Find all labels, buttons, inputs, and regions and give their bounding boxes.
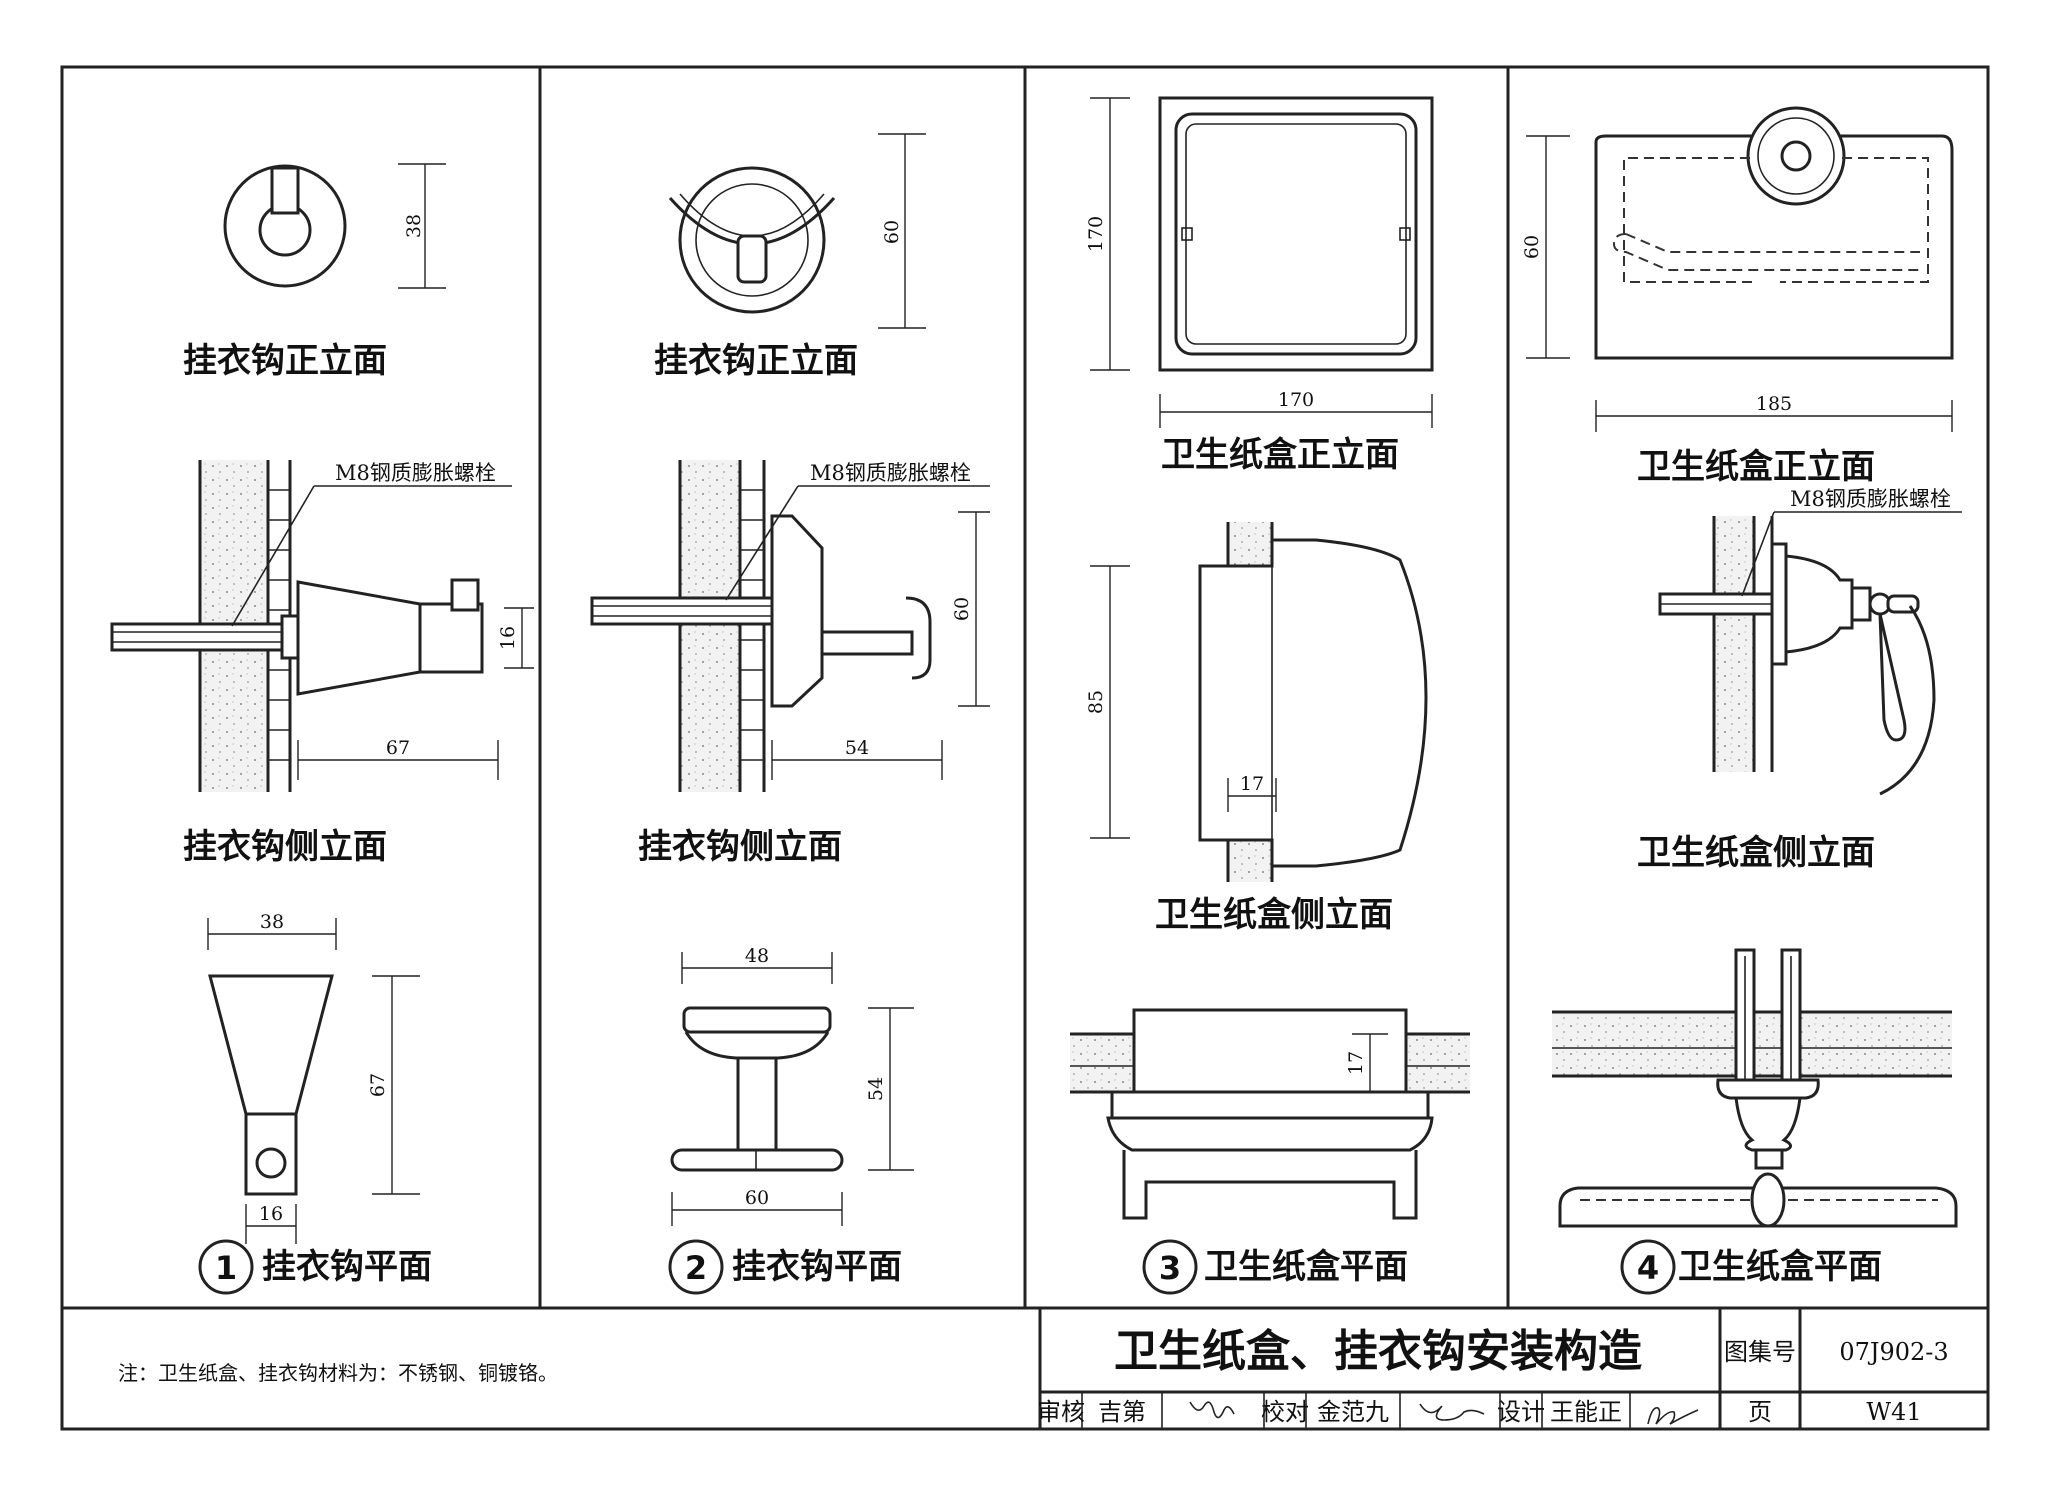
review-label: 审核 xyxy=(1037,1398,1085,1426)
dim-plan-67: 67 xyxy=(367,1073,389,1097)
detail-2-front-elevation: 60 挂衣钩正立面 xyxy=(654,133,926,381)
dim-67: 67 xyxy=(386,737,410,759)
dim-side-60: 60 xyxy=(951,597,973,621)
label-expansion-bolt-2: M8钢质膨胀螺栓 xyxy=(810,461,971,485)
detail-2-side-elevation: 60 54 M8钢质膨胀螺栓 挂衣钩侧立面 xyxy=(590,460,990,867)
page-label: 页 xyxy=(1748,1398,1772,1426)
caption-box-plan-2: 卫生纸盒平面 xyxy=(1678,1247,1882,1287)
caption-box-plan: 卫生纸盒平面 xyxy=(1204,1247,1408,1287)
detail-number-3: 3 xyxy=(1159,1249,1181,1287)
detail-number-4: 4 xyxy=(1637,1249,1659,1287)
detail-4-side-elevation: M8钢质膨胀螺栓 卫生纸盒侧立面 xyxy=(1637,487,1962,873)
dim-box-height-60: 60 xyxy=(1521,235,1543,259)
caption-box-side-2: 卫生纸盒侧立面 xyxy=(1637,833,1875,873)
reviewer-name: 吉第 xyxy=(1098,1398,1146,1426)
dim-box-height-170: 170 xyxy=(1085,216,1107,252)
caption-hook-side-2: 挂衣钩侧立面 xyxy=(638,827,842,867)
dim-60: 60 xyxy=(881,220,903,244)
dim-side-17: 17 xyxy=(1240,773,1264,795)
dim-side-54: 54 xyxy=(845,737,869,759)
dim-16: 16 xyxy=(497,626,519,650)
detail-2-plan: 48 54 60 2 挂衣钩平面 xyxy=(668,945,914,1295)
sheet-frame xyxy=(60,65,1990,1431)
dim-box-width-185: 185 xyxy=(1756,393,1792,415)
caption-hook-front: 挂衣钩正立面 xyxy=(183,341,387,381)
material-note: 注：卫生纸盒、挂衣钩材料为：不锈钢、铜镀铬。 xyxy=(118,1361,558,1385)
page-no: W41 xyxy=(1866,1398,1921,1426)
detail-3-plan: 17 3 卫生纸盒平面 xyxy=(1070,1008,1470,1295)
title-block: 卫生纸盒、挂衣钩安装构造 图集号 07J902-3 页 W41 审核 吉第 校对… xyxy=(118,1308,1988,1429)
caption-hook-plan-2: 挂衣钩平面 xyxy=(732,1247,902,1287)
detail-1-side-elevation: 16 67 M8钢质膨胀螺栓 挂衣钩侧立面 xyxy=(110,460,534,867)
caption-box-side: 卫生纸盒侧立面 xyxy=(1155,895,1393,935)
detail-1-front-elevation: 38 挂衣钩正立面 xyxy=(183,163,446,381)
dim-side-85: 85 xyxy=(1085,690,1107,714)
caption-box-front: 卫生纸盒正立面 xyxy=(1161,435,1399,475)
caption-hook-front-2: 挂衣钩正立面 xyxy=(654,341,858,381)
design-label: 设计 xyxy=(1497,1398,1545,1426)
dim-plan-16: 16 xyxy=(259,1203,283,1225)
atlas-no: 07J902-3 xyxy=(1839,1338,1948,1366)
caption-hook-side: 挂衣钩侧立面 xyxy=(183,827,387,867)
dim-plan-60: 60 xyxy=(745,1187,769,1209)
atlas-no-label: 图集号 xyxy=(1724,1338,1796,1366)
detail-3-side-elevation: 85 17 卫生纸盒侧立面 xyxy=(1085,522,1428,935)
detail-3-front-elevation: 170 170 卫生纸盒正立面 xyxy=(1085,96,1434,475)
dim-plan-54: 54 xyxy=(865,1077,887,1101)
detail-4-plan: 4 卫生纸盒平面 xyxy=(1552,948,1958,1295)
check-label: 校对 xyxy=(1261,1398,1309,1426)
label-expansion-bolt: M8钢质膨胀螺栓 xyxy=(335,461,496,485)
checker-signature xyxy=(1419,1403,1485,1421)
dim-plan-17: 17 xyxy=(1345,1051,1367,1075)
dim-box-width-170: 170 xyxy=(1278,389,1314,411)
dim-plan-48: 48 xyxy=(745,945,769,967)
caption-hook-plan: 挂衣钩平面 xyxy=(262,1247,432,1287)
detail-1-plan: 38 67 16 1 挂衣钩平面 xyxy=(198,911,432,1295)
detail-number-1: 1 xyxy=(215,1249,237,1287)
dim-38: 38 xyxy=(403,214,425,238)
reviewer-signature xyxy=(1189,1401,1235,1419)
designer-signature xyxy=(1647,1407,1699,1425)
detail-number-2: 2 xyxy=(685,1249,707,1287)
detail-4-front-elevation: 60 185 卫生纸盒正立面 xyxy=(1521,106,1954,487)
label-expansion-bolt-3: M8钢质膨胀螺栓 xyxy=(1790,487,1951,511)
drawing-title: 卫生纸盒、挂衣钩安装构造 xyxy=(1114,1326,1642,1377)
designer-name: 王能正 xyxy=(1550,1398,1622,1426)
checker-name: 金范九 xyxy=(1317,1398,1389,1426)
caption-box-front-2: 卫生纸盒正立面 xyxy=(1637,447,1875,487)
dim-plan-38: 38 xyxy=(260,911,284,933)
